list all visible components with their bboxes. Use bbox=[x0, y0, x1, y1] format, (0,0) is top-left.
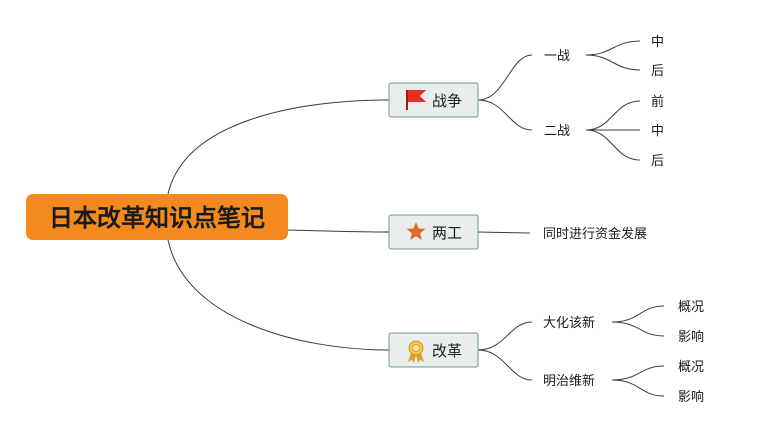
connector-war-ww1 bbox=[477, 54, 533, 101]
leaf-taika-overview[interactable]: 概况 bbox=[678, 300, 704, 315]
branch-node-industry-box bbox=[388, 214, 479, 250]
leaf-ww1-mid[interactable]: 中 bbox=[651, 35, 664, 50]
subtopic-meiji-restoration[interactable]: 明治维新 bbox=[543, 373, 595, 389]
connector-ww2-late bbox=[585, 129, 641, 161]
subtopic-ww1[interactable]: 一战 bbox=[544, 49, 570, 64]
branch-node-war[interactable]: 战争 bbox=[388, 82, 479, 118]
branch-node-industry-label: 两工 bbox=[432, 224, 462, 242]
root-connectors bbox=[167, 99, 390, 351]
award-medal-icon bbox=[408, 340, 424, 363]
red-flag-icon bbox=[406, 90, 426, 110]
connector-reform-meiji bbox=[477, 349, 533, 381]
connector-root-war bbox=[167, 99, 390, 195]
connector-taika-overview bbox=[611, 305, 665, 323]
connector-ww2-early bbox=[585, 100, 641, 131]
root-node-box bbox=[26, 194, 288, 240]
leaf-labels: 中 后 前 中 后 概况 影响 概况 影响 bbox=[651, 35, 704, 405]
connector-root-reform bbox=[167, 239, 390, 351]
connector-war-ww2 bbox=[477, 99, 533, 131]
branch-node-industry[interactable]: 两工 bbox=[388, 214, 479, 250]
leaf-ww2-early[interactable]: 前 bbox=[651, 94, 664, 110]
branch-node-war-label: 战争 bbox=[432, 92, 462, 110]
connector-meiji-impact bbox=[611, 379, 665, 397]
subtopic-taika-reform[interactable]: 大化该新 bbox=[543, 315, 595, 331]
leaf-ww2-late[interactable]: 后 bbox=[651, 154, 664, 169]
root-node-label: 日本改革知识点笔记 bbox=[49, 204, 265, 232]
connector-industry-topic bbox=[477, 231, 531, 234]
leaf-taika-impact[interactable]: 影响 bbox=[678, 329, 704, 345]
connector-reform-taika bbox=[477, 321, 533, 351]
branch-node-reform-label: 改革 bbox=[432, 342, 462, 360]
leaf-connectors bbox=[585, 40, 665, 397]
connector-root-industry bbox=[287, 229, 390, 233]
branch-node-reform[interactable]: 改革 bbox=[388, 332, 479, 368]
leaf-meiji-impact[interactable]: 影响 bbox=[678, 389, 704, 405]
leaf-meiji-overview[interactable]: 概况 bbox=[678, 360, 704, 375]
root-node[interactable]: 日本改革知识点笔记 bbox=[26, 194, 288, 240]
connector-ww1-mid bbox=[585, 40, 641, 56]
connector-taika-impact bbox=[611, 321, 665, 337]
subtopic-ww2[interactable]: 二战 bbox=[544, 124, 570, 139]
leaf-ww1-late[interactable]: 后 bbox=[651, 64, 664, 79]
connector-meiji-overview bbox=[611, 365, 665, 381]
connector-ww1-late bbox=[585, 54, 641, 71]
subtopic-industry-detail[interactable]: 同时进行资金发展 bbox=[543, 226, 647, 242]
star-icon bbox=[406, 222, 426, 240]
branch-connectors bbox=[477, 54, 533, 381]
subtopic-labels: 一战 二战 同时进行资金发展 大化该新 明治维新 bbox=[543, 49, 647, 389]
leaf-ww2-mid[interactable]: 中 bbox=[651, 124, 664, 139]
